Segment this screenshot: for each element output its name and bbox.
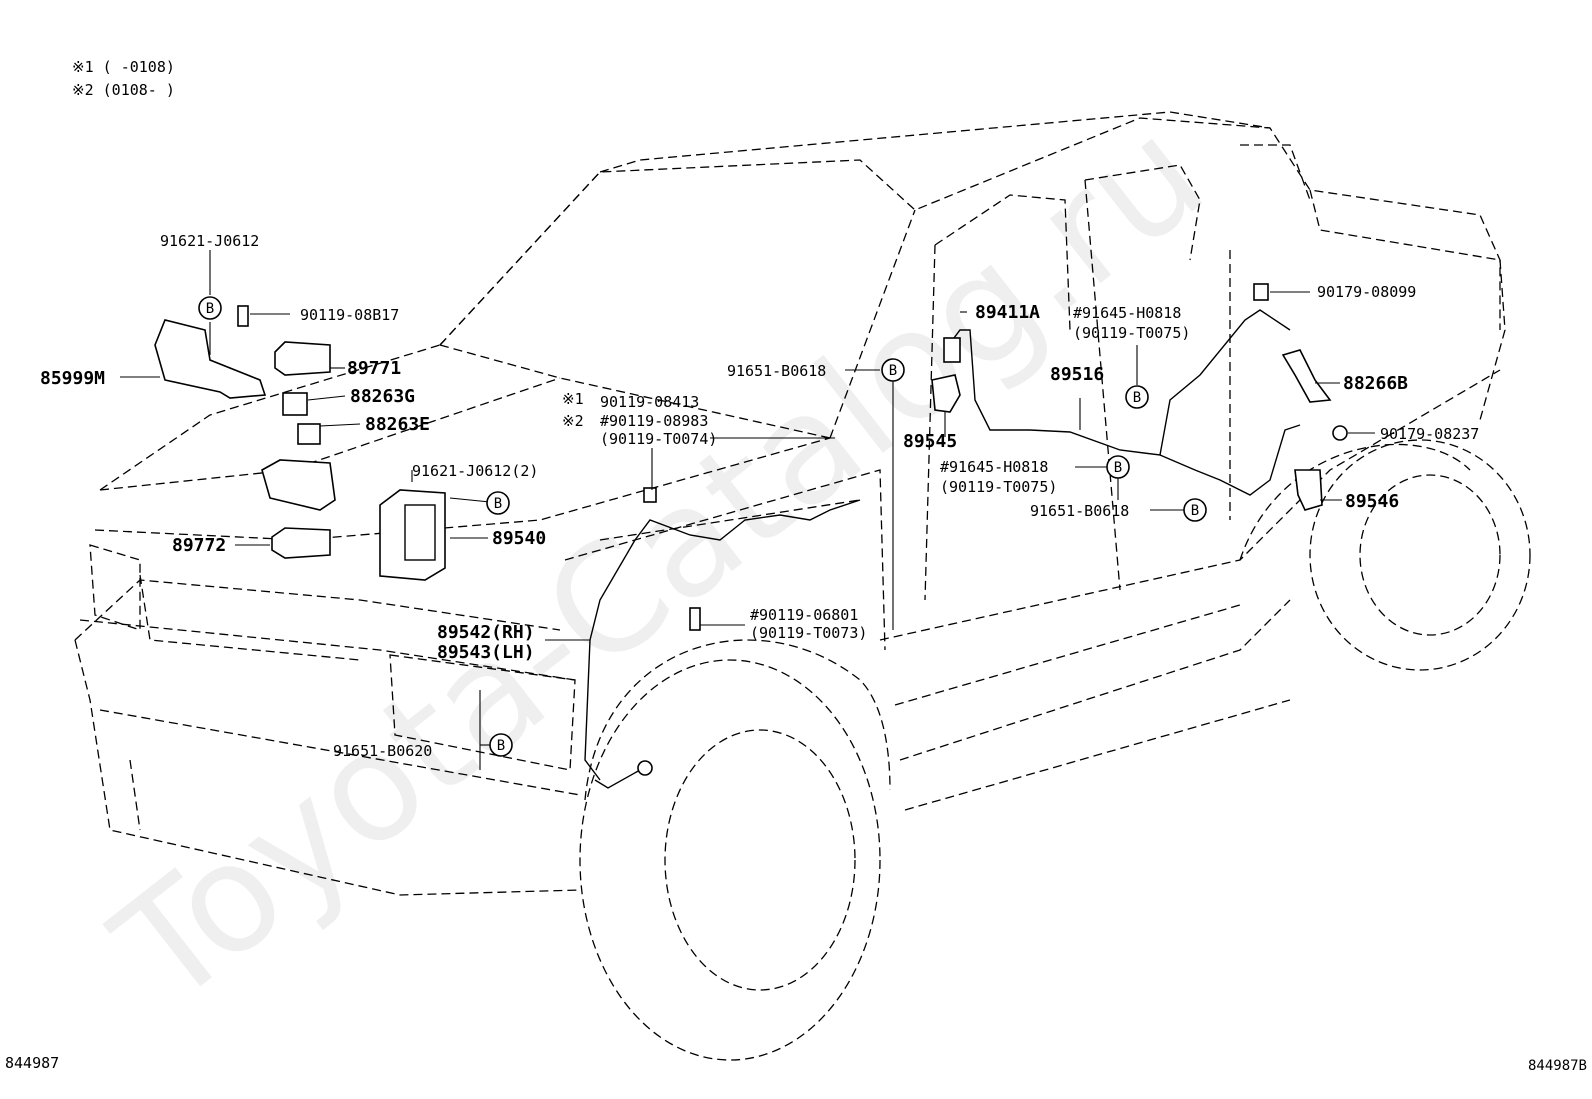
svg-text:B: B [1133,390,1141,406]
module-lower [261,459,336,511]
label-90119-08413: 90119-08413 [600,393,699,411]
clip-marker: B [1183,498,1207,522]
clip-90179-08099 [1253,283,1269,301]
label-90119-t0074: (90119-T0074) [600,430,717,448]
label-89542-rh: 89542(RH) [437,622,535,643]
note-marker-2: ※2 [562,412,584,430]
clip-marker: B [881,358,905,382]
drawing-id-right: 844987B [1528,1058,1587,1074]
watermark: Toyota-Catalog.ru [84,86,1235,1039]
note-marker-1: ※1 [562,390,584,408]
label-91645-h0818-upper: #91645-H0818 [1073,304,1181,322]
clip-marker: B [1125,385,1149,409]
label-89411a: 89411A [975,302,1040,323]
truck-outline [74,111,1531,1061]
label-91621-j0612: 91621-J0612 [160,232,259,250]
label-90179-08237: 90179-08237 [1380,425,1479,443]
label-90119-t0075-upper: (90119-T0075) [1073,324,1190,342]
bracket-88266b [1281,349,1332,403]
clip-marker: B [1106,455,1130,479]
label-90119-08983: #90119-08983 [600,412,708,430]
part-labels: 91621-J0612 90119-08B17 85999M 89771 882… [40,232,1479,760]
clip-marker: B [489,733,513,757]
bracket-85999m [154,319,267,399]
svg-text:B: B [1191,503,1199,519]
relay-89771 [274,341,331,376]
label-91621-j0612-2: 91621-J0612(2) [412,462,538,480]
ecu-89540 [379,489,446,581]
clip-marker: B [486,491,510,515]
label-89771: 89771 [347,358,401,379]
label-88263g: 88263G [350,386,415,407]
bolt-90119-08b17 [237,305,249,327]
label-91651-b0620: 91651-B0620 [333,742,432,760]
clip-marker: B [198,296,222,320]
relay-89772 [271,527,331,559]
label-90179-08099: 90179-08099 [1317,283,1416,301]
label-89772: 89772 [172,535,226,556]
label-89546: 89546 [1345,491,1399,512]
leader-lines [120,250,1375,770]
bolt-90119-08413 [643,487,657,503]
label-89545: 89545 [903,431,957,452]
relay-88263g [282,392,308,416]
label-90119-t0075-lower: (90119-T0075) [940,478,1057,496]
sensor-89545 [931,374,961,413]
parts-drawings [154,283,1348,789]
svg-text:B: B [889,363,897,379]
svg-text:B: B [494,496,502,512]
label-90119-06801: #90119-06801 [750,606,858,624]
svg-text:B: B [1114,460,1122,476]
label-85999m: 85999M [40,368,105,389]
svg-text:B: B [497,738,505,754]
label-91645-h0818-lower: #91645-H0818 [940,458,1048,476]
note-1: ※1 ( -0108) [72,58,175,76]
label-89516: 89516 [1050,364,1104,385]
sensor-89411a [943,337,961,363]
label-91651-b0618-lower: 91651-B0618 [1030,502,1129,520]
label-91651-b0618-upper: 91651-B0618 [727,362,826,380]
label-89543-lh: 89543(LH) [437,642,535,663]
relay-88263e [297,423,321,445]
label-90119-08b17: 90119-08B17 [300,306,399,324]
label-88263e: 88263E [365,414,430,435]
bolt-90119-06801 [689,607,701,631]
clip-90179-08237 [1332,425,1348,441]
label-89540: 89540 [492,528,546,549]
label-88266b: 88266B [1343,373,1408,394]
label-90119-t0073: (90119-T0073) [750,624,867,642]
note-2: ※2 (0108- ) [72,81,175,99]
rear-sensor-wire [944,309,1291,456]
drawing-id-left: 844987 [5,1054,59,1072]
sensor-89546 [1294,469,1323,511]
clip-markers: B B B B B B B [198,296,1207,757]
svg-text:B: B [206,301,214,317]
